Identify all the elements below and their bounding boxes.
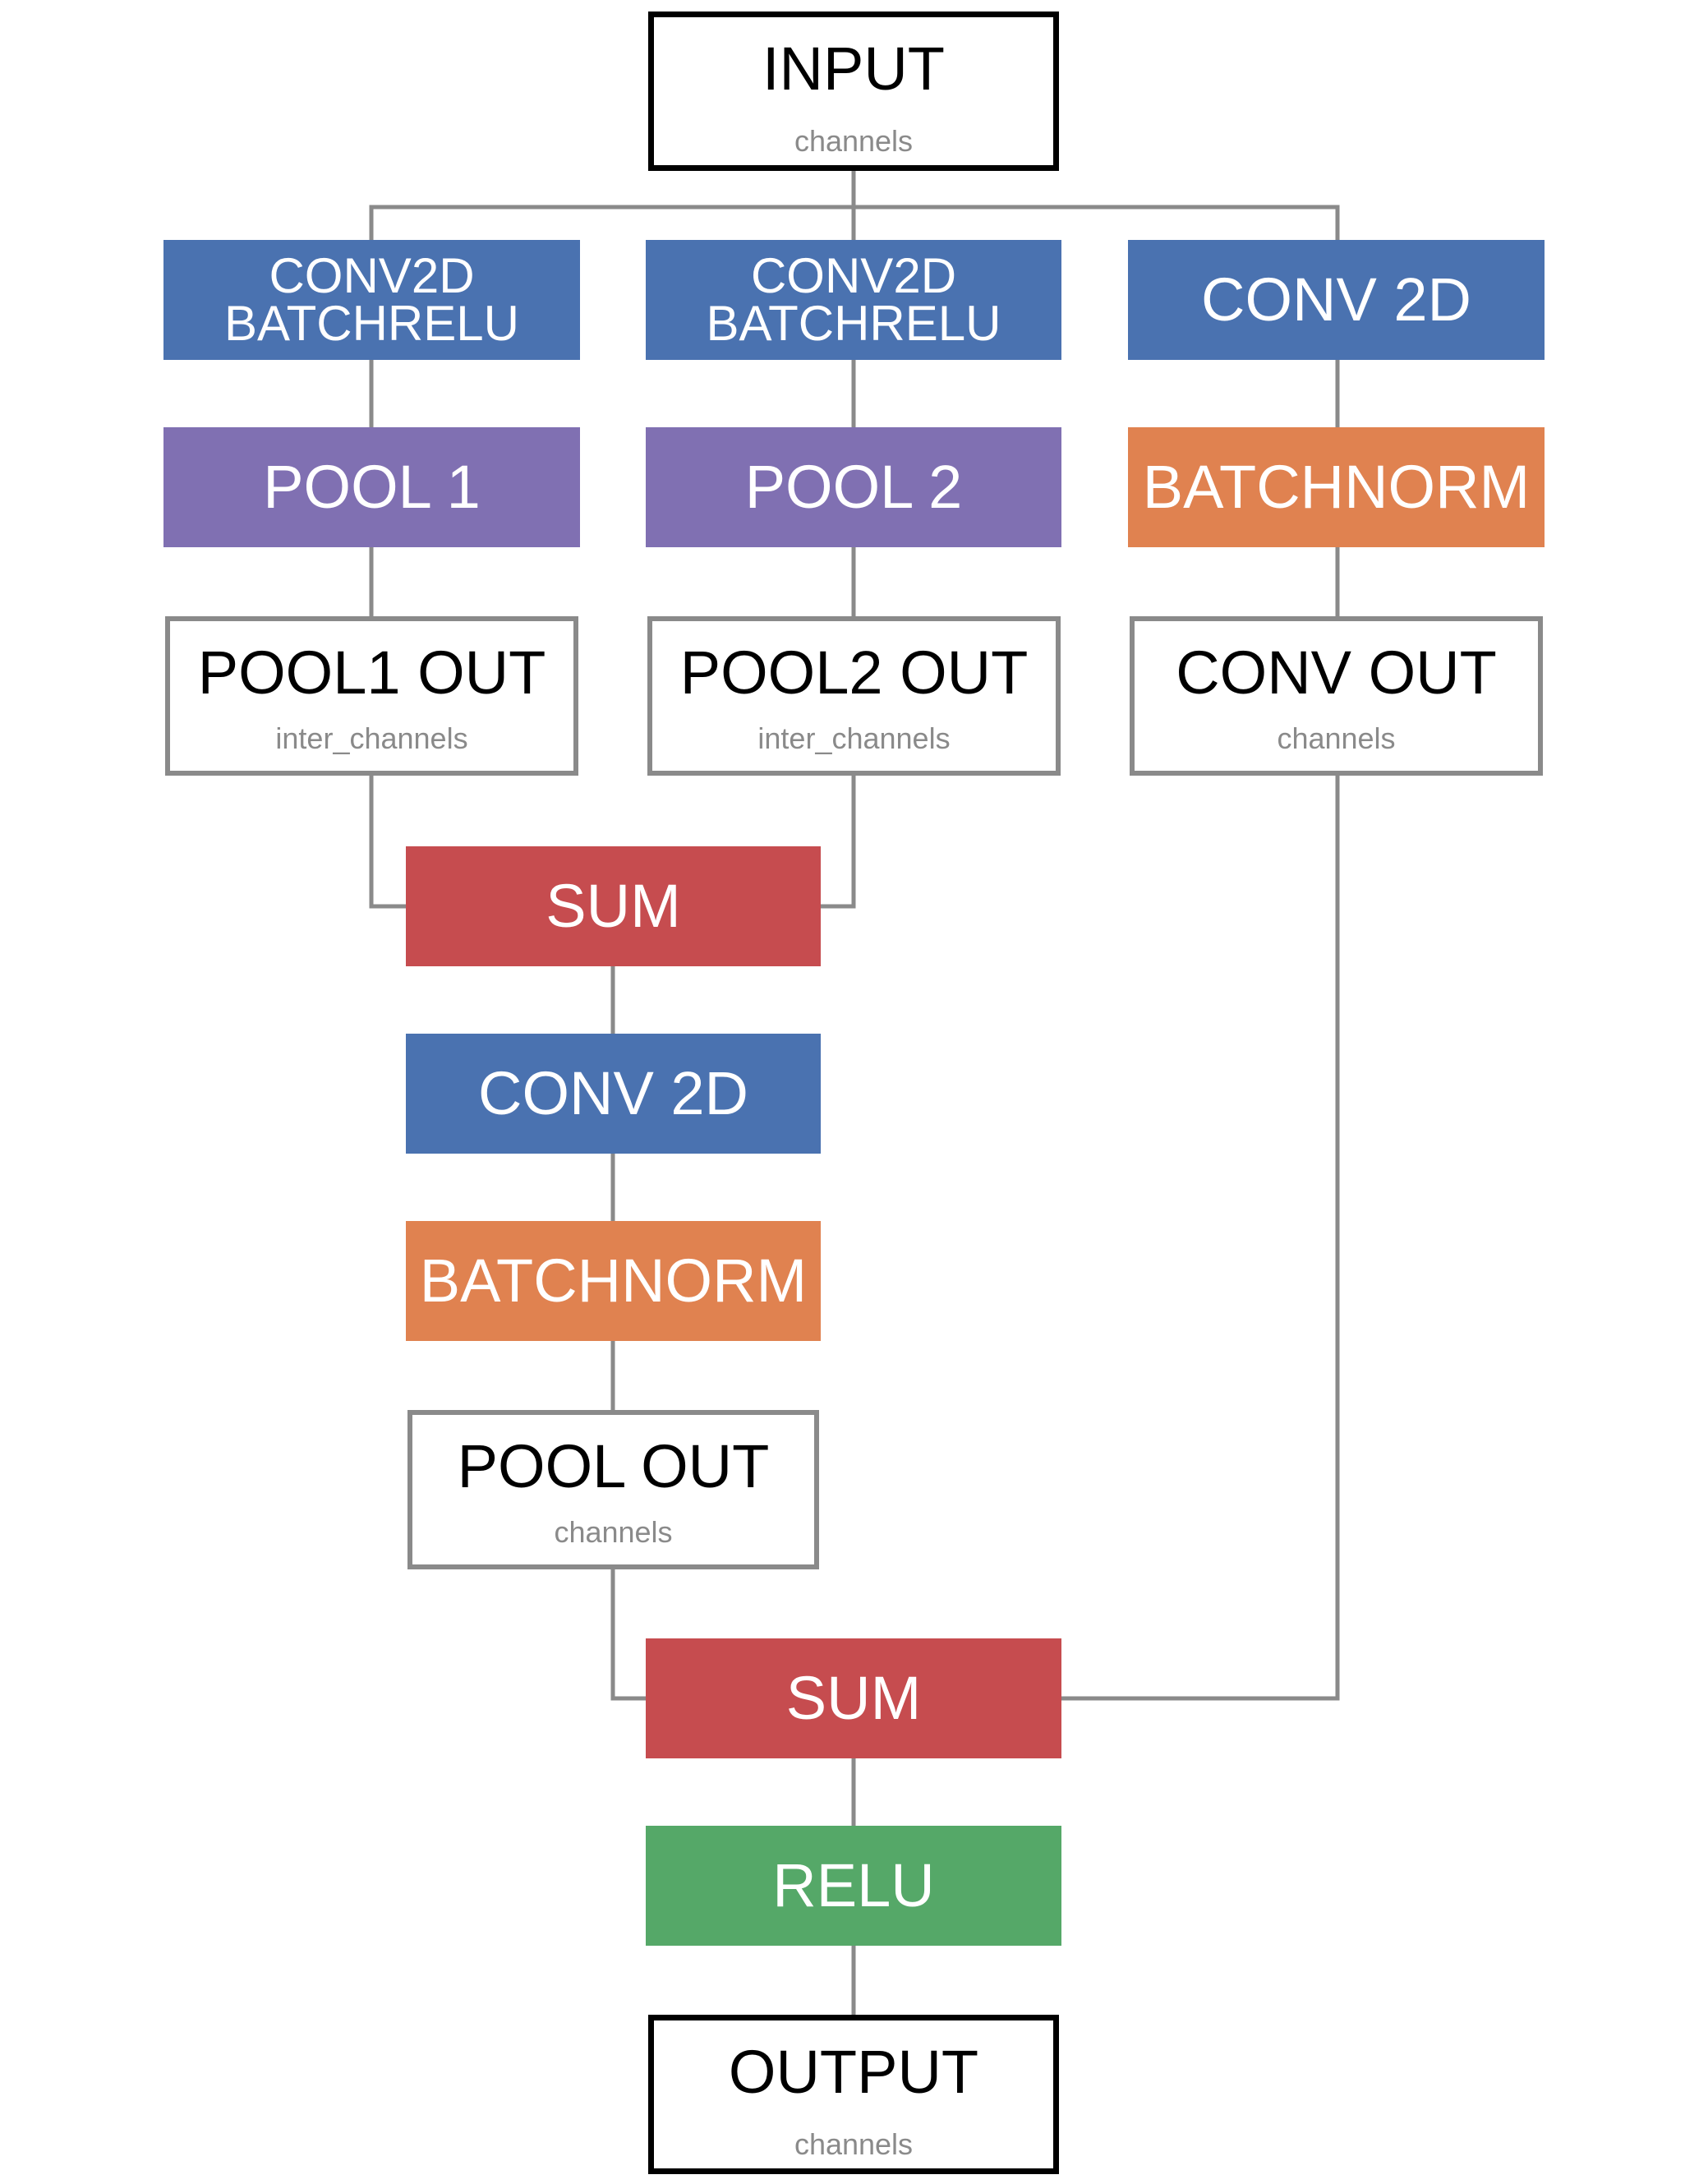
sum-node-1: SUM — [406, 846, 821, 966]
conv2d-batchrelu-node-2: CONV2D BATCHRELU — [646, 240, 1061, 360]
pool1-out-subtitle: inter_channels — [275, 721, 468, 755]
conv2d-middle-label: CONV 2D — [478, 1059, 748, 1127]
batchnorm-node-middle: BATCHNORM — [406, 1221, 821, 1341]
edge-input-split — [369, 205, 1340, 240]
relu-label: RELU — [772, 1851, 935, 1919]
pool2-label: POOL 2 — [744, 453, 963, 521]
sum-node-2: SUM — [646, 1638, 1061, 1758]
conv2d-batchrelu-node-1: CONV2D BATCHRELU — [163, 240, 580, 360]
relu-node: RELU — [646, 1826, 1061, 1946]
output-node: OUTPUT channels — [648, 2015, 1059, 2174]
input-node: INPUT channels — [648, 12, 1059, 171]
pool2-out-label: POOL2 OUT — [679, 638, 1029, 707]
conv-out-subtitle: channels — [1277, 721, 1396, 755]
edge-pool1-out-sum1 — [369, 776, 406, 909]
conv-out-label: CONV OUT — [1176, 638, 1497, 707]
sum2-label: SUM — [785, 1664, 922, 1732]
pool-out-node: POOL OUT channels — [407, 1410, 819, 1569]
input-label: INPUT — [762, 35, 945, 103]
pool1-node: POOL 1 — [163, 427, 580, 547]
edge-conv-out-sum2 — [1061, 776, 1340, 1701]
conv2d-batchrelu-1-line2: BATCHRELU — [224, 296, 519, 351]
input-subtitle: channels — [794, 124, 914, 158]
pool-out-label: POOL OUT — [457, 1432, 770, 1500]
pool1-label: POOL 1 — [263, 453, 481, 521]
sum1-label: SUM — [546, 872, 681, 940]
pool2-out-subtitle: inter_channels — [757, 721, 951, 755]
conv2d-batchrelu-2-line2: BATCHRELU — [706, 296, 1001, 351]
conv2d-node-middle: CONV 2D — [406, 1034, 821, 1154]
edge-pool2-out-sum1 — [821, 776, 856, 909]
conv2d-branch3-label: CONV 2D — [1201, 265, 1471, 334]
pool-out-subtitle: channels — [554, 1515, 673, 1549]
pool1-out-label: POOL1 OUT — [197, 638, 546, 707]
batchnorm-branch3-label: BATCHNORM — [1142, 453, 1531, 521]
batchnorm-middle-label: BATCHNORM — [419, 1246, 808, 1315]
conv2d-batchrelu-1-line1: CONV2D — [269, 248, 475, 303]
pool2-node: POOL 2 — [646, 427, 1061, 547]
batchnorm-node-branch3: BATCHNORM — [1128, 427, 1545, 547]
conv-out-node: CONV OUT channels — [1130, 616, 1543, 776]
conv2d-node-branch3: CONV 2D — [1128, 240, 1545, 360]
edge-pool-out-sum2 — [610, 1569, 646, 1701]
pool2-out-node: POOL2 OUT inter_channels — [647, 616, 1061, 776]
output-subtitle: channels — [794, 2127, 914, 2161]
output-label: OUTPUT — [728, 2038, 979, 2106]
pool1-out-node: POOL1 OUT inter_channels — [165, 616, 578, 776]
conv2d-batchrelu-2-line1: CONV2D — [750, 248, 957, 303]
